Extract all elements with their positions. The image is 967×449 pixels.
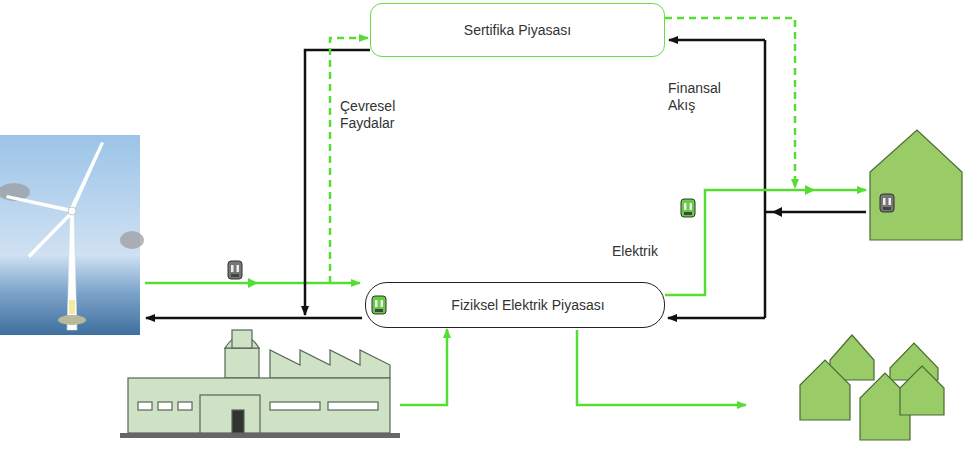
box-text: Sertifika Piyasası	[464, 22, 571, 39]
plug-icon	[228, 261, 242, 279]
house	[870, 130, 962, 240]
flow-label: Çevresel Faydalar	[340, 98, 414, 132]
houses-cluster	[800, 335, 944, 440]
box-text: Fiziksel Elektrik Piyasası	[451, 297, 604, 314]
power-plant	[120, 330, 400, 438]
market-box: Sertifika Piyasası	[370, 3, 665, 57]
flow-lines	[145, 18, 866, 405]
plug-icon	[372, 296, 386, 314]
wind-turbine	[0, 135, 144, 335]
plug-icon	[681, 199, 695, 217]
market-box: Fiziksel Elektrik Piyasası	[365, 282, 665, 328]
flow-arrowheads	[248, 185, 815, 288]
flow-label: Finansal Akış	[668, 80, 732, 114]
flow-label: Elektrik	[612, 243, 682, 260]
